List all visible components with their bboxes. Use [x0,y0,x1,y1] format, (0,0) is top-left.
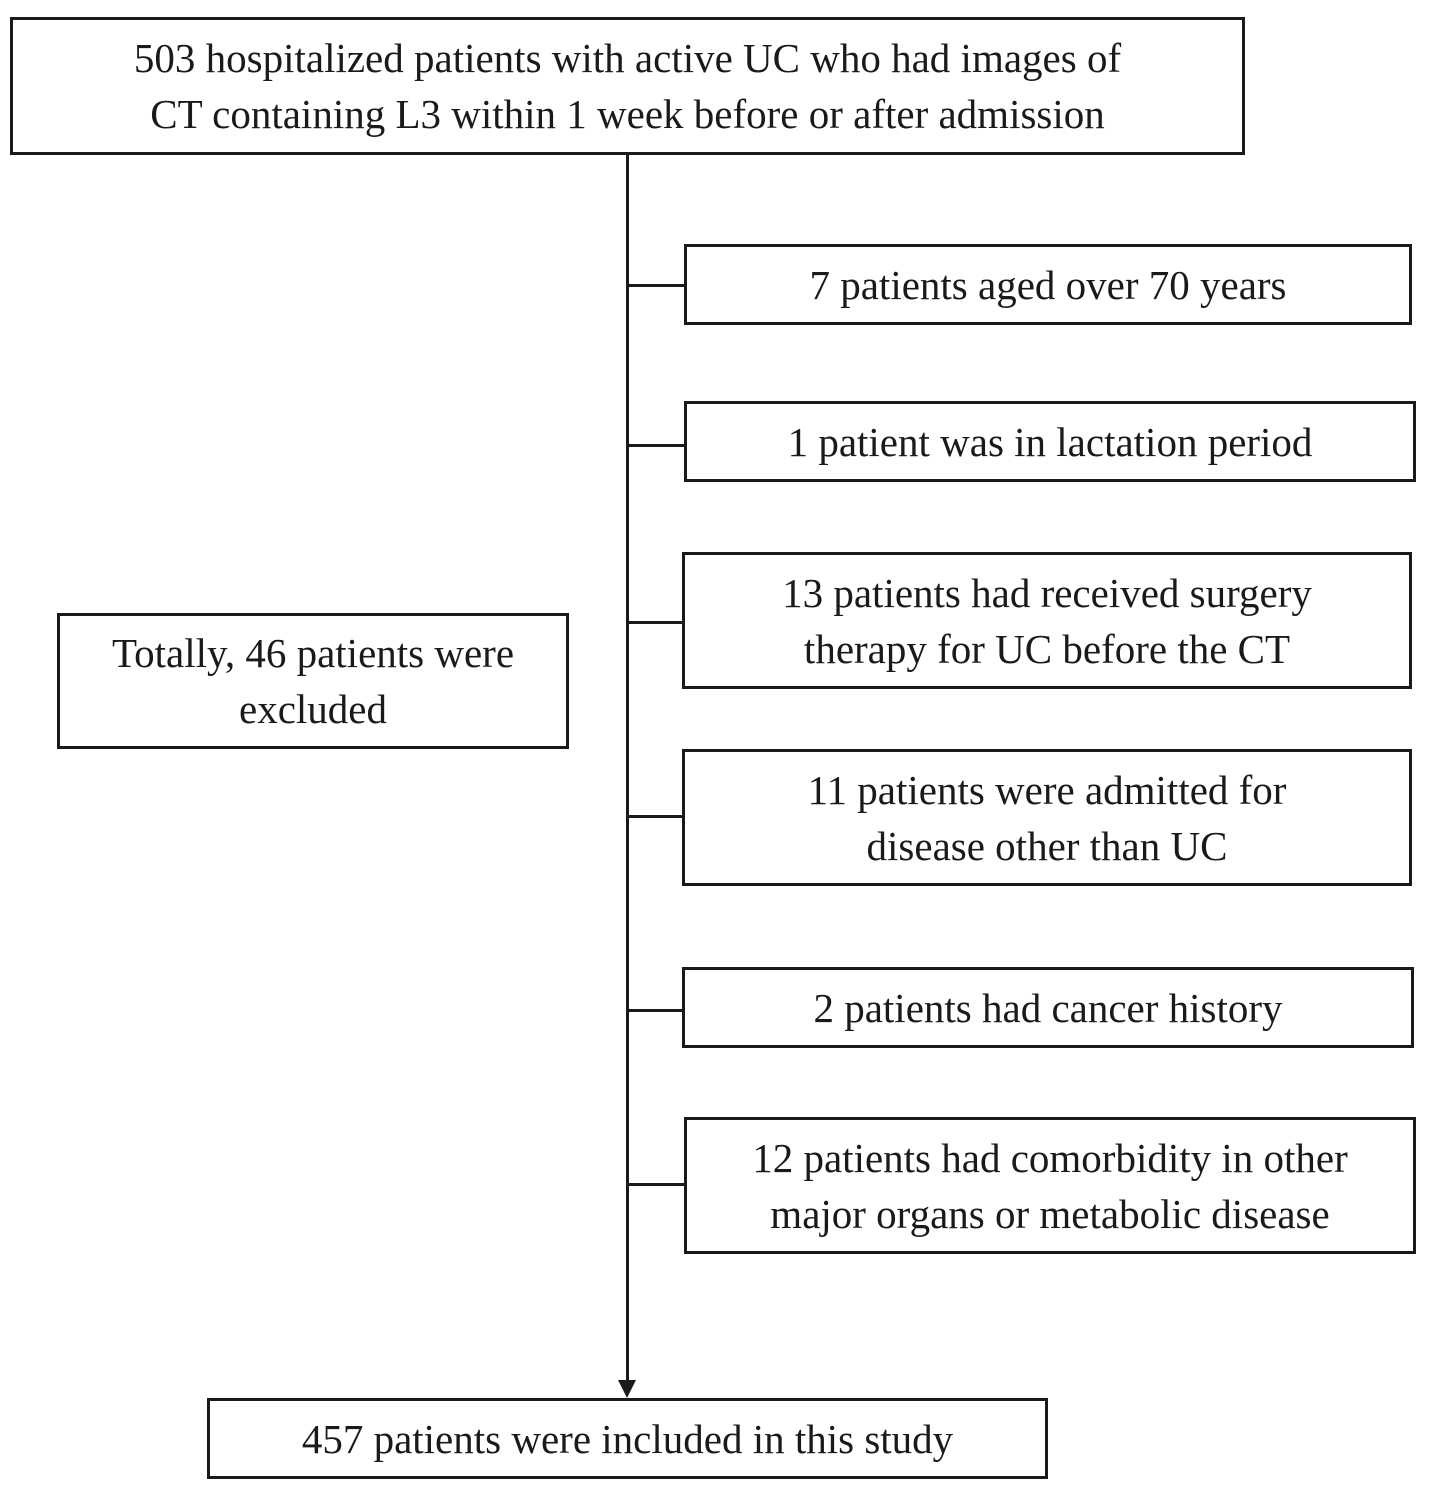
exclusion-comorbidity-line-2: major organs or metabolic disease [770,1190,1330,1237]
initial-cohort-line-1: 503 hospitalized patients with active UC… [133,35,1122,81]
exclusion-box-cancer: 2 patients had cancer history [682,967,1414,1048]
exclusion-box-comorbidity: 12 patients had comorbidity in other maj… [684,1117,1416,1254]
branch-line-2 [627,444,685,447]
branch-line-3 [627,621,684,624]
exclusion-cancer-text: 2 patients had cancer history [813,984,1283,1031]
exclusion-age-text: 7 patients aged over 70 years [809,261,1287,308]
initial-cohort-box: 503 hospitalized patients with active UC… [10,17,1245,155]
main-flow-arrowhead [618,1380,636,1398]
total-excluded-line-1: Totally, 46 patients were [111,630,515,676]
exclusion-lactation-text: 1 patient was in lactation period [787,418,1313,465]
total-excluded-box: Totally, 46 patients were excluded [57,613,569,749]
exclusion-box-surgery: 13 patients had received surgery therapy… [682,552,1412,689]
initial-cohort-line-2: CT containing L3 within 1 week before or… [150,91,1105,137]
exclusion-other-disease-line-2: disease other than UC [866,822,1228,869]
exclusion-other-disease-line-1: 11 patients were admitted for [807,766,1287,813]
branch-line-4 [627,815,684,818]
exclusion-box-other-disease: 11 patients were admitted for disease ot… [682,749,1412,886]
total-excluded-line-2: excluded [239,686,387,732]
included-cohort-box: 457 patients were included in this study [207,1398,1048,1479]
exclusion-box-age: 7 patients aged over 70 years [684,244,1412,325]
branch-line-1 [627,284,685,287]
main-flow-line [626,155,629,1383]
included-cohort-text: 457 patients were included in this study [301,1415,954,1462]
branch-line-6 [627,1183,685,1186]
exclusion-surgery-line-1: 13 patients had received surgery [782,569,1312,616]
exclusion-comorbidity-line-1: 12 patients had comorbidity in other [752,1134,1348,1181]
exclusion-surgery-line-2: therapy for UC before the CT [803,625,1291,672]
branch-line-5 [627,1009,684,1012]
exclusion-box-lactation: 1 patient was in lactation period [684,401,1416,482]
